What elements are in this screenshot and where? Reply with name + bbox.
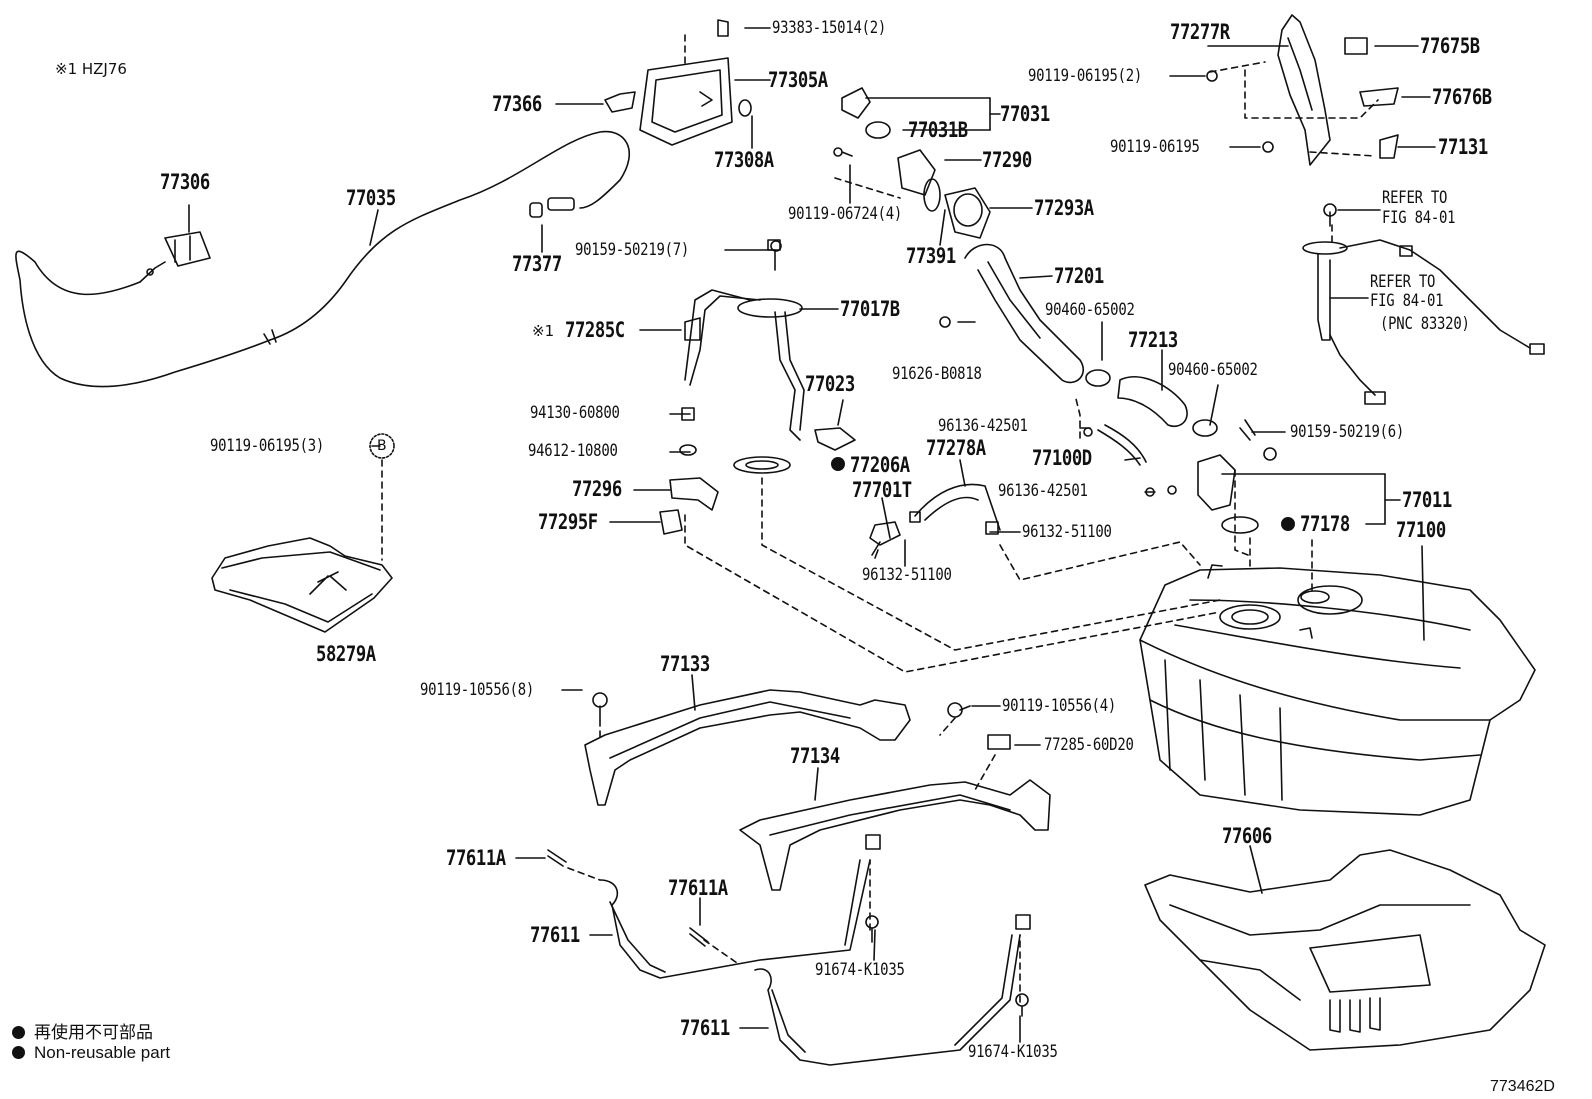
- part-label-77611A-a: 77611A: [446, 846, 506, 870]
- refer-to-label-1: REFER TO: [1382, 188, 1448, 208]
- part-label-77377: 77377: [512, 252, 562, 276]
- part-label-90119-10556-4: 90119-10556(4): [1002, 696, 1117, 716]
- part-label-77296: 77296: [572, 477, 622, 501]
- part-label-90460-65002-b: 90460-65002: [1168, 360, 1258, 380]
- strap-77611-drawing: [547, 834, 1031, 1066]
- part-label-77290: 77290: [982, 148, 1032, 172]
- part-label-94612-10800: 94612-10800: [528, 441, 618, 461]
- part-label-77285C: 77285C: [565, 318, 625, 342]
- fig-ref-label-1: FIG 84-01: [1382, 208, 1456, 228]
- gauge-83320-drawing: [1302, 203, 1545, 405]
- part-label-77031: 77031: [1000, 102, 1050, 126]
- legend-en-text: Non-reusable part: [34, 1043, 171, 1062]
- part-label-77391: 77391: [906, 244, 956, 268]
- part-label-77308A: 77308A: [714, 148, 774, 172]
- part-label-77031B: 77031B: [908, 118, 968, 142]
- small-fasteners-drawing: [659, 407, 1001, 559]
- part-label-77285-60D20: 77285-60D20: [1044, 735, 1134, 755]
- part-label-77206A: 77206A: [850, 453, 910, 477]
- part-label-91674-K1035-a: 91674-K1035: [815, 960, 905, 980]
- legend-dot-jp: [12, 1026, 25, 1039]
- part-label-77100: 77100: [1396, 518, 1446, 542]
- part-label-77611-b: 77611: [680, 1016, 730, 1040]
- part-label-90119-06195-3: 90119-06195(3): [210, 436, 325, 456]
- part-label-77011: 77011: [1402, 488, 1452, 512]
- part-label-77017B: 77017B: [840, 297, 900, 321]
- sender-unit-77017B-drawing: [684, 239, 856, 451]
- part-label-77305A: 77305A: [768, 68, 828, 92]
- shield-58279A-drawing: [211, 537, 393, 633]
- part-label-96136-42501-a: 96136-42501: [938, 416, 1028, 436]
- circle-b-mark: [369, 433, 395, 459]
- part-label-90119-06195-2: 90119-06195(2): [1028, 66, 1143, 86]
- cable-77035-drawing: [15, 130, 631, 388]
- model-note: ※1 HZJ76: [55, 60, 127, 78]
- filler-neck-drawing: [833, 87, 1085, 384]
- part-label-58279A: 58279A: [316, 642, 376, 666]
- part-label-90119-06195: 90119-06195: [1110, 137, 1200, 157]
- part-label-77131: 77131: [1438, 135, 1488, 159]
- part-label-90159-50219-6: 90159-50219(6): [1290, 422, 1405, 442]
- note-mark-1: ※1: [532, 322, 555, 340]
- part-label-77023: 77023: [805, 372, 855, 396]
- leader-lines: [188, 27, 1436, 1043]
- bracket-77133-drawing: [584, 689, 911, 806]
- part-label-94130-60800: 94130-60800: [530, 403, 620, 423]
- part-label-77675B: 77675B: [1420, 34, 1480, 58]
- part-label-77295F: 77295F: [538, 510, 598, 534]
- lid-77305A-drawing: [604, 19, 752, 146]
- bracket-77277R-drawing: [1206, 14, 1399, 166]
- non-reusable-markers: [831, 457, 1295, 531]
- part-label-77133: 77133: [660, 652, 710, 676]
- part-label-77611-a: 77611: [530, 923, 580, 947]
- part-label-77134: 77134: [790, 744, 840, 768]
- part-label-91626-B0818: 91626-B0818: [892, 364, 982, 384]
- circle-b-letter: B: [377, 438, 387, 454]
- refer-to-label-2: REFER TO: [1370, 272, 1436, 292]
- part-label-90460-65002-a: 90460-65002: [1045, 300, 1135, 320]
- part-label-77366: 77366: [492, 92, 542, 116]
- fuel-tank-77100-drawing: [1139, 564, 1536, 816]
- part-label-77213: 77213: [1128, 328, 1178, 352]
- part-label-96132-51100-b: 96132-51100: [1022, 522, 1112, 542]
- legend-jp-text: 再使用不可部品: [34, 1023, 153, 1042]
- hoses-77213-drawing: [1083, 369, 1259, 534]
- part-label-91674-K1035-b: 91674-K1035: [968, 1042, 1058, 1062]
- part-label-77293A: 77293A: [1034, 196, 1094, 220]
- part-label-77277R: 77277R: [1170, 20, 1230, 44]
- part-label-77100D: 77100D: [1032, 446, 1092, 470]
- part-label-77676B: 77676B: [1432, 85, 1492, 109]
- part-label-77178: 77178: [1300, 512, 1350, 536]
- part-label-77306: 77306: [160, 170, 210, 194]
- legend-en: Non-reusable part: [12, 1043, 170, 1063]
- part-label-77701T: 77701T: [852, 478, 912, 502]
- part-label-96132-51100-a: 96132-51100: [862, 565, 952, 585]
- part-label-77278A: 77278A: [926, 436, 986, 460]
- part-label-90119-10556-8: 90119-10556(8): [420, 680, 535, 700]
- figure-id: 773462D: [1490, 1078, 1555, 1095]
- non-reusable-dot-77178: [1281, 517, 1295, 531]
- bracket-77134-drawing: [739, 702, 1051, 891]
- part-label-96136-42501-b: 96136-42501: [998, 481, 1088, 501]
- pnc-ref-label: (PNC 83320): [1380, 314, 1470, 334]
- part-label-77201: 77201: [1054, 264, 1104, 288]
- fig-ref-label-2: FIG 84-01: [1370, 291, 1444, 311]
- part-label-90159-50219-7: 90159-50219(7): [575, 240, 690, 260]
- part-label-90119-06724: 90119-06724(4): [788, 204, 903, 224]
- part-label-93383-15014: 93383-15014(2): [772, 18, 887, 38]
- part-label-77035: 77035: [346, 186, 396, 210]
- non-reusable-dot-77206A: [831, 457, 845, 471]
- protector-77606-drawing: [1144, 849, 1546, 1051]
- legend-jp: 再使用不可部品: [12, 1018, 153, 1043]
- part-label-77606: 77606: [1222, 824, 1272, 848]
- legend-dot-en: [12, 1046, 25, 1059]
- part-label-77611A-b: 77611A: [668, 876, 728, 900]
- bolts-drawing: [770, 240, 1277, 495]
